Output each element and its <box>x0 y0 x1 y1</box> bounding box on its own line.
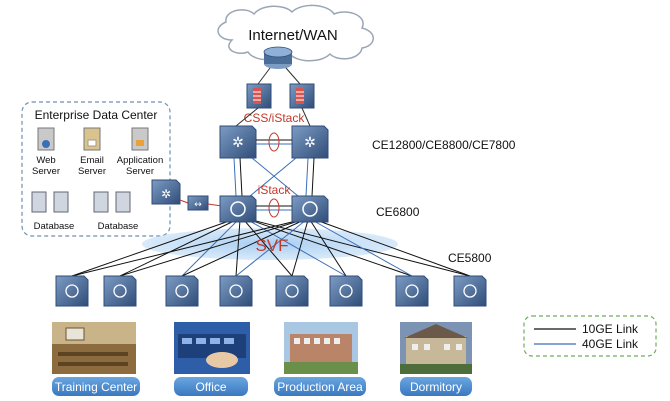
router-icon <box>263 46 293 69</box>
link <box>239 157 243 197</box>
link <box>305 157 309 197</box>
link <box>233 157 237 197</box>
link <box>235 107 259 127</box>
office-photo <box>174 322 250 374</box>
agg-tier-label: CE6800 <box>376 205 420 219</box>
database-icon <box>93 191 131 213</box>
svg-text:↔: ↔ <box>194 200 202 210</box>
load-balancer-icon: ↔ <box>187 195 209 211</box>
access-switches <box>55 275 487 307</box>
core-switch-icon: ✲ <box>291 125 329 159</box>
production-area-photo <box>284 322 358 374</box>
link <box>257 67 271 85</box>
enterprise-title: Enterprise Data Center <box>35 108 158 122</box>
dormitory-photo <box>400 322 472 374</box>
location-button-dormitory[interactable]: Dormitory <box>400 377 472 396</box>
istack-label: iStack <box>258 183 292 197</box>
access-tier-label: CE5800 <box>448 251 492 265</box>
email-server-icon <box>83 127 101 151</box>
access-switch-icon <box>103 275 137 307</box>
svf-label: SVF <box>255 236 288 255</box>
location-button-training-center[interactable]: Training Center <box>52 377 140 396</box>
access-switch-icon <box>329 275 363 307</box>
legend: 10GE Link 40GE Link <box>523 315 657 357</box>
server-label: Server <box>78 166 106 177</box>
server-label: Server <box>126 166 154 177</box>
link <box>249 157 297 197</box>
location-label: Training Center <box>55 380 137 394</box>
access-switch-icon <box>219 275 253 307</box>
database-icon <box>31 191 69 213</box>
access-switch-icon <box>395 275 429 307</box>
access-switch-icon <box>55 275 89 307</box>
aggregation-switch-icon <box>291 195 329 223</box>
server-label: Server <box>32 166 60 177</box>
internet-cloud: Internet/WAN <box>217 4 374 62</box>
cloud-label: Internet/WAN <box>248 27 337 44</box>
access-switch-icon <box>453 275 487 307</box>
access-switch-icon <box>275 275 309 307</box>
access-links <box>71 219 471 277</box>
location-label: Dormitory <box>410 380 462 394</box>
location-button-office[interactable]: Office <box>174 377 248 396</box>
access-switch-icon <box>165 275 199 307</box>
location-button-production-area[interactable]: Production Area <box>274 377 366 396</box>
database-label: Database <box>34 221 75 232</box>
svg-text:✲: ✲ <box>232 135 244 151</box>
svg-text:✲: ✲ <box>161 187 171 201</box>
link <box>301 107 311 127</box>
firewall-icon <box>246 83 272 109</box>
firewall-icon <box>289 83 315 109</box>
dc-switch-icon: ✲ <box>151 179 181 205</box>
location-label: Office <box>195 380 226 394</box>
location-label: Production Area <box>277 380 363 394</box>
core-tier-label: CE12800/CE8800/CE7800 <box>372 138 516 152</box>
link <box>179 199 189 204</box>
legend-label-40ge: 40GE Link <box>582 337 639 351</box>
aggregation-switch-icon <box>219 195 257 223</box>
training-center-photo <box>52 322 136 374</box>
link <box>251 157 299 197</box>
server-label: Email <box>80 155 104 166</box>
database-label: Database <box>98 221 139 232</box>
css-istack-label: CSS/iStack <box>244 111 306 125</box>
legend-label-10ge: 10GE Link <box>582 322 639 336</box>
enterprise-data-center: Enterprise Data Center Web Server Email … <box>21 101 171 237</box>
application-server-icon <box>131 127 149 151</box>
svg-text:✲: ✲ <box>304 135 316 151</box>
server-label: Application <box>117 155 163 166</box>
link <box>311 157 315 197</box>
core-switch-icon: ✲ <box>219 125 257 159</box>
web-server-icon <box>37 127 55 151</box>
server-label: Web <box>36 155 55 166</box>
link <box>285 67 301 85</box>
